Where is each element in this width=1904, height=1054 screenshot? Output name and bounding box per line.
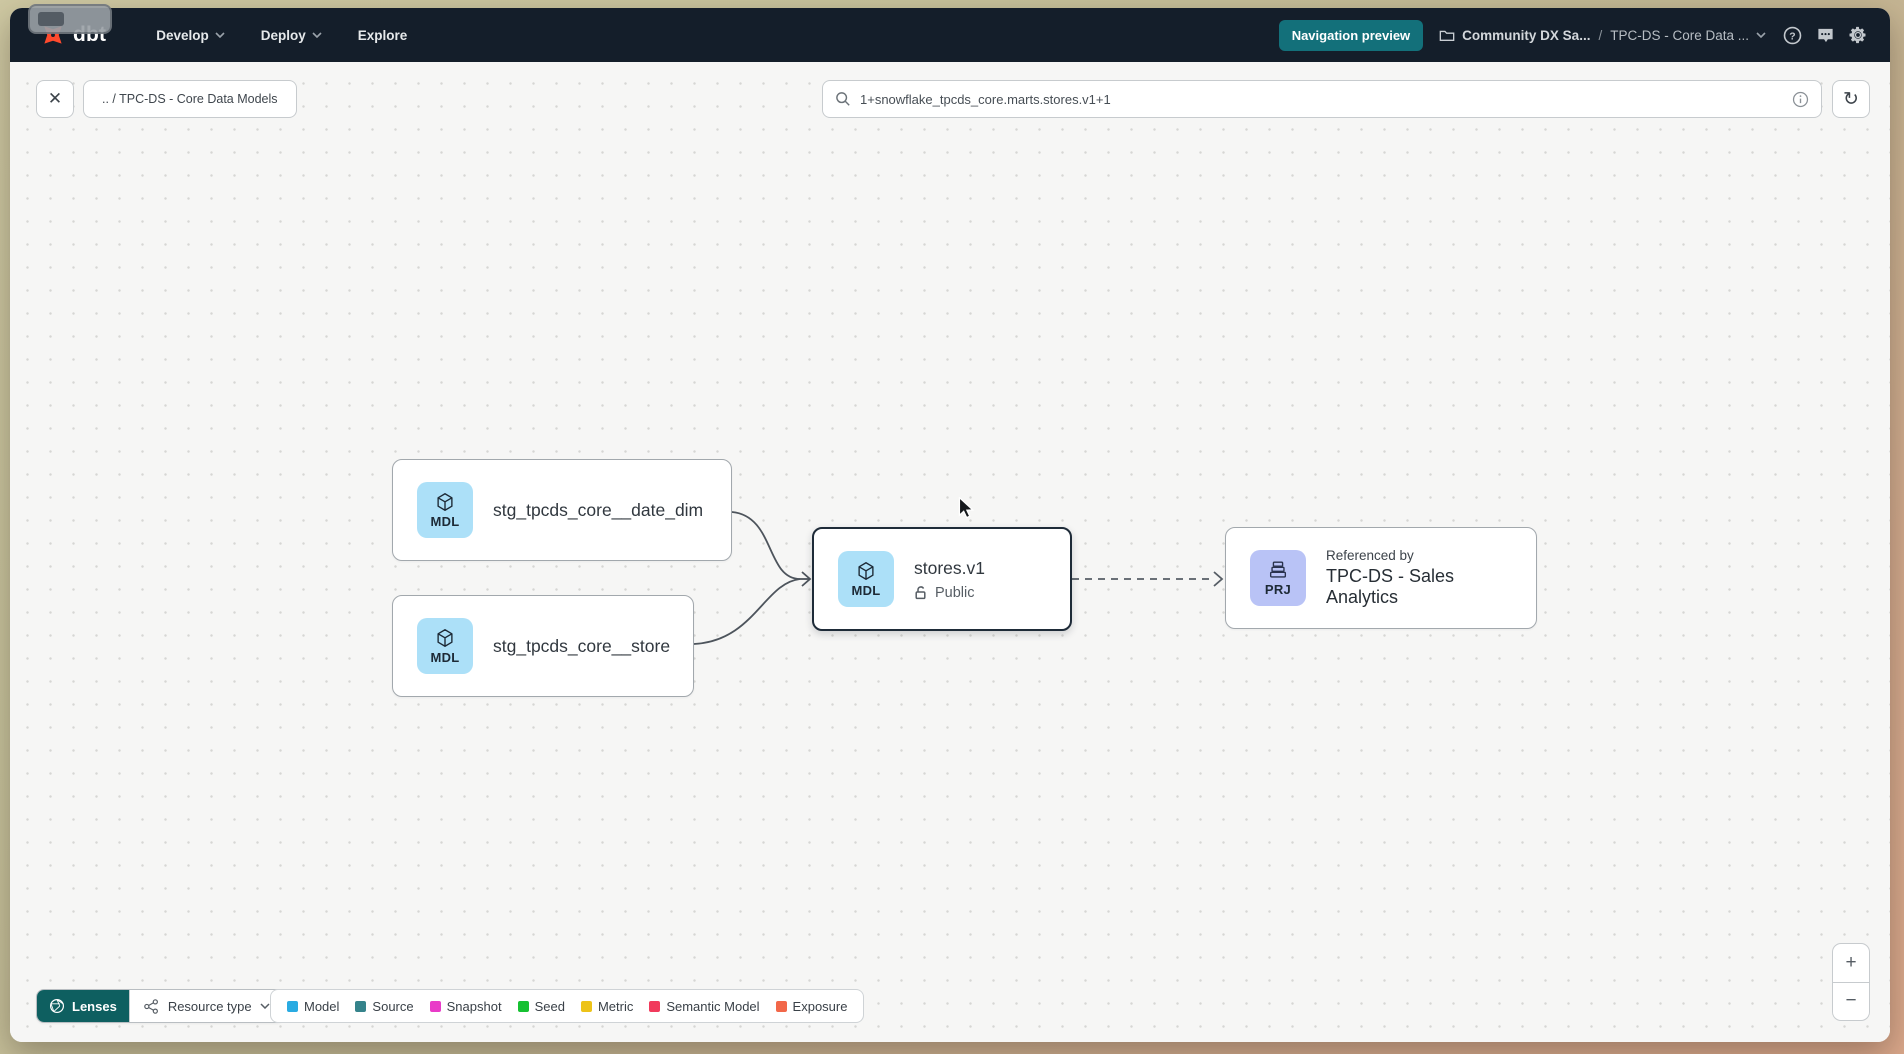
zoom-controls: + − (1832, 943, 1870, 1021)
background-tab-artifact-inner (38, 12, 64, 26)
lenses-button[interactable]: Lenses (37, 990, 129, 1022)
node-stg-tpcds-core-date-dim[interactable]: MDL stg_tpcds_core__date_dim (392, 459, 732, 561)
legend-item-snapshot: Snapshot (429, 998, 502, 1014)
resource-type-dropdown[interactable]: Resource type (128, 990, 283, 1022)
legend-item-seed: Seed (517, 998, 565, 1014)
node-access-row: Public (914, 585, 985, 601)
legend-swatch (287, 1000, 298, 1012)
background-tab-artifact (28, 4, 112, 34)
nav-menu-deploy[interactable]: Deploy (247, 20, 336, 51)
project-badge: PRJ (1250, 550, 1306, 606)
close-icon: ✕ (47, 89, 63, 108)
legend-swatch (775, 1000, 787, 1012)
legend-swatch (580, 1000, 592, 1012)
lens-aperture-icon (50, 999, 64, 1013)
legend-item-semantic-model: Semantic Model (649, 998, 760, 1014)
node-title: stg_tpcds_core__date_dim (493, 499, 704, 520)
nav-menu-develop-label: Develop (156, 27, 209, 43)
legend-item-metric: Metric (580, 998, 634, 1014)
lenses-label: Lenses (72, 998, 117, 1014)
lineage-path-label: .. / TPC-DS - Core Data Models (102, 92, 278, 106)
legend-item-source: Source (355, 998, 414, 1014)
breadcrumb: Community DX Sa... / TPC-DS - Core Data … (1439, 28, 1766, 43)
top-navbar: dbt Develop Deploy Explore Navigation pr… (10, 8, 1890, 62)
breadcrumb-separator: / (1598, 27, 1603, 43)
search-icon (836, 92, 850, 106)
lens-control-group: Lenses Resource type (36, 989, 284, 1023)
search-input[interactable]: 1+snowflake_tpcds_core.marts.stores.v1+1 (860, 91, 1111, 107)
feedback-icon[interactable] (1815, 25, 1835, 45)
unlock-icon (915, 586, 926, 600)
nav-menu-explore[interactable]: Explore (344, 20, 422, 51)
breadcrumb-project-label: Community DX Sa... (1462, 27, 1591, 43)
model-badge: MDL (417, 482, 473, 538)
settings-gear-icon[interactable] (1848, 25, 1868, 45)
lineage-path-chip[interactable]: .. / TPC-DS - Core Data Models (83, 80, 297, 118)
breadcrumb-current-label: TPC-DS - Core Data ... (1610, 27, 1749, 43)
node-access-label: Public (935, 584, 975, 601)
node-stg-tpcds-core-store[interactable]: MDL stg_tpcds_core__store (392, 595, 694, 697)
legend-label: Semantic Model (666, 998, 760, 1014)
breadcrumb-project[interactable]: Community DX Sa... (1439, 28, 1590, 43)
resource-type-label: Resource type (167, 998, 252, 1014)
nav-menu-explore-label: Explore (357, 27, 408, 43)
node-tpcds-sales-analytics[interactable]: PRJ Referenced by TPC-DS - Sales Analyti… (1225, 527, 1537, 629)
zoom-in-button[interactable]: + (1845, 951, 1857, 973)
svg-text:?: ? (1789, 31, 1795, 42)
resource-type-legend: Model Source Snapshot Seed Metric Semant… (270, 989, 865, 1023)
lineage-canvas[interactable]: ✕ .. / TPC-DS - Core Data Models 1+snowf… (10, 62, 1890, 1042)
resource-graph-icon (144, 998, 158, 1014)
model-badge: MDL (838, 551, 894, 607)
stacked-drawers-icon (1269, 561, 1287, 578)
zoom-out-button[interactable]: − (1833, 981, 1869, 1021)
chevron-down-icon (312, 32, 322, 38)
cube-icon (437, 493, 453, 511)
navigation-preview-badge[interactable]: Navigation preview (1278, 19, 1424, 51)
node-title: stores.v1 (914, 557, 985, 578)
legend-label: Snapshot (446, 998, 502, 1014)
badge-code: PRJ (1264, 582, 1292, 597)
refresh-icon: ↻ (1843, 88, 1859, 110)
legend-label: Metric (597, 998, 634, 1014)
legend-label: Seed (534, 998, 565, 1014)
node-eyebrow: Referenced by (1326, 548, 1414, 563)
legend-swatch (355, 1000, 367, 1012)
badge-code: MDL (851, 583, 881, 598)
lineage-search-box[interactable]: 1+snowflake_tpcds_core.marts.stores.v1+1 (822, 80, 1822, 118)
legend-item-model: Model (287, 999, 339, 1014)
nav-menu-deploy-label: Deploy (260, 27, 306, 43)
navbar-icon-group: ? (1782, 25, 1868, 45)
legend-label: Source (372, 998, 414, 1014)
chevron-down-icon (1756, 32, 1766, 38)
badge-code: MDL (430, 514, 460, 529)
close-button[interactable]: ✕ (36, 80, 74, 118)
legend-label: Model (304, 998, 340, 1014)
model-badge: MDL (417, 618, 473, 674)
app-window: dbt Develop Deploy Explore Navigation pr… (10, 8, 1890, 1042)
mouse-cursor (958, 497, 975, 519)
legend-label: Exposure (792, 998, 848, 1014)
legend-swatch (429, 1000, 441, 1012)
breadcrumb-current[interactable]: TPC-DS - Core Data ... (1610, 28, 1766, 43)
chevron-down-icon (215, 32, 225, 38)
cube-icon (437, 629, 453, 647)
legend-item-exposure: Exposure (775, 998, 848, 1014)
refresh-button[interactable]: ↻ (1832, 80, 1870, 118)
badge-code: MDL (430, 650, 460, 665)
chevron-down-icon (260, 1003, 270, 1009)
nav-menu-develop[interactable]: Develop (142, 20, 239, 51)
node-title: TPC-DS - Sales Analytics (1326, 566, 1455, 607)
legend-swatch (517, 1000, 529, 1012)
info-icon[interactable] (1792, 91, 1809, 108)
help-icon[interactable]: ? (1782, 25, 1802, 45)
legend-swatch (649, 1000, 661, 1012)
node-stores-v1[interactable]: MDL stores.v1 Public (812, 527, 1072, 631)
navbar-right-group: Navigation preview Community DX Sa... / … (1278, 19, 1868, 51)
node-title: stg_tpcds_core__store (493, 635, 671, 656)
folder-icon (1439, 30, 1455, 41)
cube-icon (858, 562, 874, 580)
